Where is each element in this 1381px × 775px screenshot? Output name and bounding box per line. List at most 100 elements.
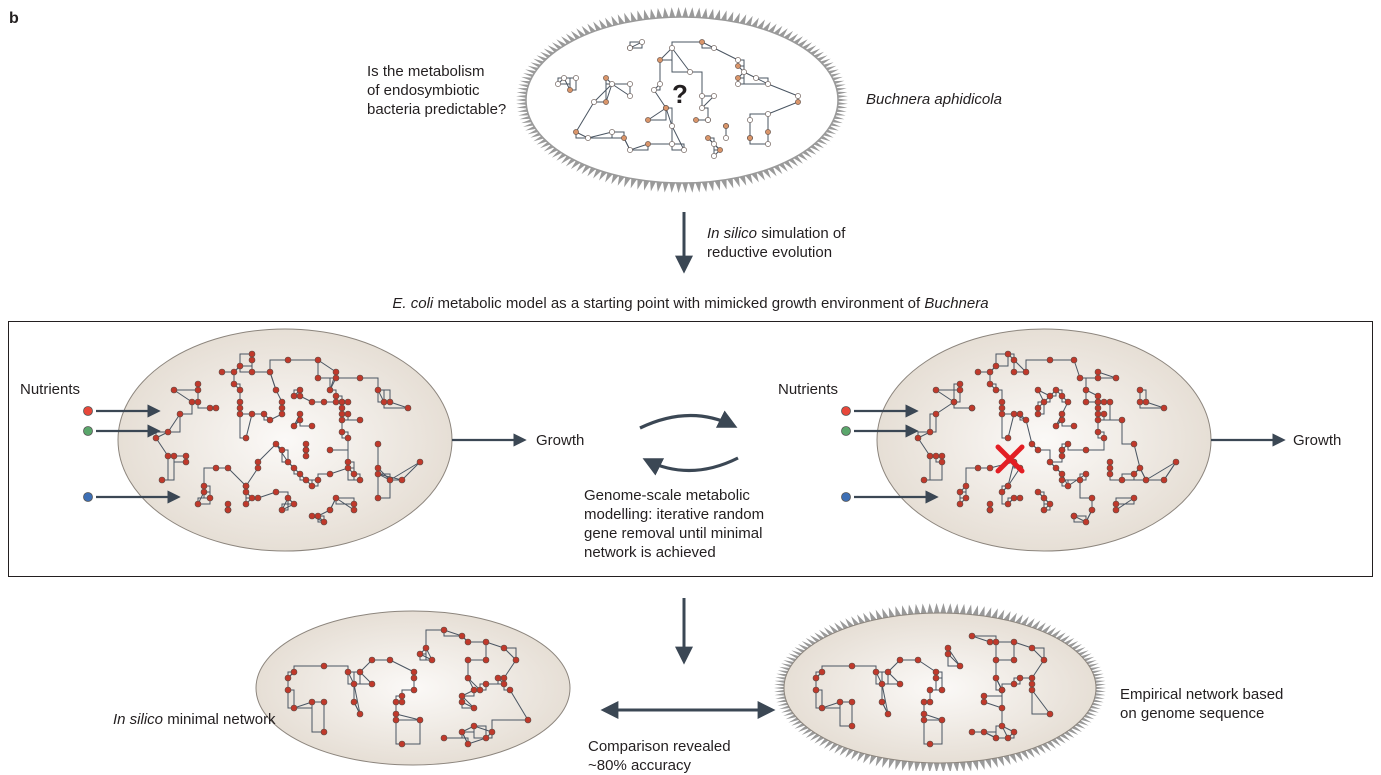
metabolite-node bbox=[1112, 506, 1120, 514]
metabolite-node bbox=[956, 386, 964, 394]
metabolite-node bbox=[350, 470, 358, 478]
nutrient-red-dot bbox=[83, 406, 93, 416]
metabolite-node bbox=[926, 686, 934, 694]
metabolite-node bbox=[416, 458, 424, 466]
metabolite-node bbox=[1010, 410, 1018, 418]
metabolite-node bbox=[182, 452, 190, 460]
metabolite-node bbox=[986, 464, 994, 472]
metabolite-node bbox=[404, 404, 412, 412]
metabolite-node bbox=[741, 69, 747, 75]
nutrient-blue-dot bbox=[83, 492, 93, 502]
modelling-line: network is achieved bbox=[584, 544, 716, 561]
reaction-edge bbox=[917, 437, 931, 457]
metabolite-node bbox=[938, 716, 946, 724]
reaction-edge bbox=[593, 83, 613, 103]
reaction-edge bbox=[245, 467, 259, 487]
metabolite-node bbox=[920, 710, 928, 718]
metabolite-node bbox=[1088, 494, 1096, 502]
metabolite-node bbox=[464, 674, 472, 682]
metabolite-node bbox=[284, 458, 292, 466]
metabolite-node bbox=[657, 81, 663, 87]
metabolite-node bbox=[284, 494, 292, 502]
metabolite-node bbox=[932, 452, 940, 460]
metabolite-node bbox=[176, 410, 184, 418]
reaction-edge bbox=[1115, 497, 1135, 511]
reaction-edge bbox=[1031, 684, 1050, 715]
metabolite-node bbox=[230, 368, 238, 376]
metabolite-node bbox=[980, 728, 988, 736]
metabolite-node bbox=[416, 716, 424, 724]
metabolite-node bbox=[1040, 656, 1048, 664]
metabolic-network-minimal bbox=[284, 626, 532, 748]
metabolite-node bbox=[609, 129, 615, 135]
metabolite-node bbox=[920, 476, 928, 484]
reaction-edge bbox=[690, 71, 703, 96]
metabolite-node bbox=[1010, 356, 1018, 364]
reaction-edge bbox=[401, 461, 421, 481]
reaction-edge bbox=[378, 480, 391, 499]
metabolite-node bbox=[1082, 518, 1090, 526]
metabolite-node bbox=[603, 99, 609, 105]
metabolite-node bbox=[932, 674, 940, 682]
metabolite-node bbox=[705, 117, 711, 123]
bottom-right-cell bbox=[774, 603, 1106, 771]
bottom-left-cell bbox=[255, 610, 571, 766]
metabolite-node bbox=[1058, 392, 1066, 400]
reaction-edge bbox=[881, 683, 889, 715]
metabolite-node bbox=[392, 710, 400, 718]
simulation-label: In silico simulation of reductive evolut… bbox=[707, 224, 845, 262]
metabolite-node bbox=[1082, 446, 1090, 454]
reaction-edge bbox=[1145, 461, 1177, 481]
question-line: of endosymbiotic bbox=[367, 82, 480, 99]
metabolite-node bbox=[470, 722, 478, 730]
metabolite-node bbox=[663, 105, 669, 111]
metabolite-node bbox=[986, 638, 994, 646]
reaction-edge bbox=[245, 413, 253, 439]
metabolite-node bbox=[272, 440, 280, 448]
reaction-edge bbox=[839, 702, 852, 727]
nutrient-green-dot bbox=[841, 426, 851, 436]
metabolite-node bbox=[1004, 434, 1012, 442]
metabolite-node bbox=[392, 698, 400, 706]
simulation-line2: reductive evolution bbox=[707, 244, 833, 261]
metabolite-node bbox=[1172, 458, 1180, 466]
reaction-edge bbox=[504, 647, 517, 660]
metabolic-network-top bbox=[555, 39, 801, 159]
metabolite-node bbox=[998, 722, 1006, 730]
reaction-edge bbox=[167, 413, 181, 433]
top-cell-body bbox=[525, 16, 839, 184]
metabolite-node bbox=[992, 386, 1000, 394]
metabolite-node bbox=[627, 147, 633, 153]
metabolite-node bbox=[657, 57, 663, 63]
metabolite-node bbox=[1046, 392, 1054, 400]
nutrient-inputs-left bbox=[83, 404, 181, 504]
metabolite-node bbox=[896, 656, 904, 664]
metabolite-node bbox=[573, 129, 579, 135]
metabolite-node bbox=[194, 500, 202, 508]
metabolite-node bbox=[248, 368, 256, 376]
reaction-edge bbox=[653, 89, 667, 109]
metabolite-node bbox=[278, 410, 286, 418]
metabolite-node bbox=[1046, 710, 1054, 718]
metabolite-node bbox=[1160, 404, 1168, 412]
metabolite-node bbox=[410, 686, 418, 694]
metabolite-node bbox=[236, 362, 244, 370]
metabolite-node bbox=[1034, 446, 1042, 454]
metabolite-node bbox=[980, 698, 988, 706]
metabolite-node bbox=[1160, 476, 1168, 484]
metabolite-node bbox=[1136, 464, 1144, 472]
reaction-edge bbox=[155, 437, 169, 457]
reaction-edge bbox=[648, 108, 667, 121]
metabolite-node bbox=[986, 368, 994, 376]
metabolite-node bbox=[218, 368, 226, 376]
metabolite-node bbox=[308, 698, 316, 706]
metabolite-node bbox=[603, 75, 609, 81]
metabolite-node bbox=[1022, 368, 1030, 376]
metabolite-node bbox=[284, 356, 292, 364]
reaction-edge bbox=[402, 720, 421, 745]
caption-mid: metabolic model as a starting point with… bbox=[433, 295, 925, 312]
metabolite-node bbox=[920, 716, 928, 724]
reaction-edge bbox=[378, 389, 391, 402]
metabolite-node bbox=[1106, 470, 1114, 478]
metabolite-node bbox=[705, 135, 711, 141]
